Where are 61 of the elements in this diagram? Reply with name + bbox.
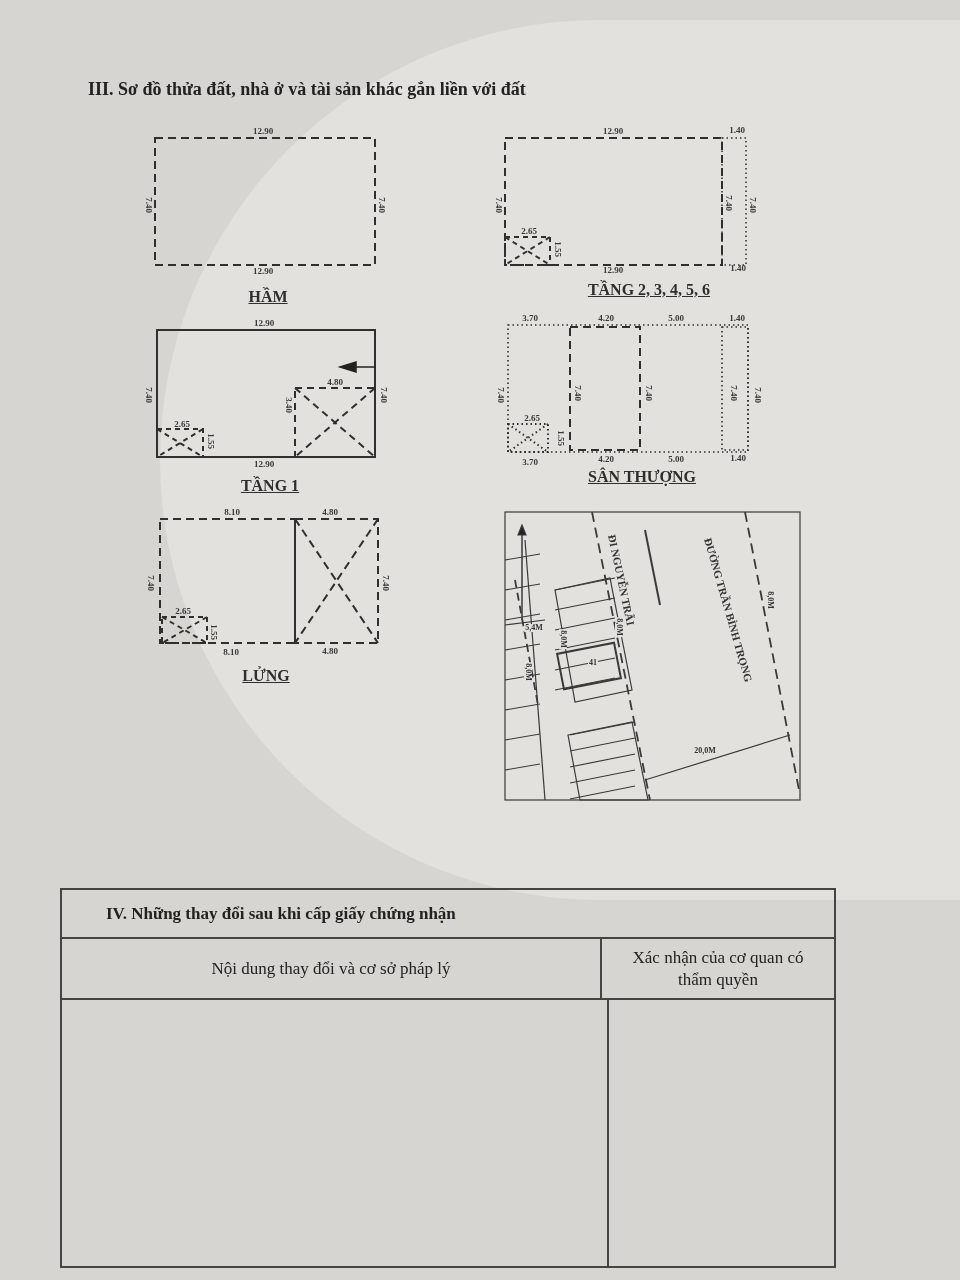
map-label: 41 xyxy=(588,659,598,667)
dimension-label: 7.40 xyxy=(752,387,762,403)
map-label: 8,0M xyxy=(766,590,774,610)
dimension-label: 12.90 xyxy=(252,126,274,136)
street-name: ĐƯỜNG TRẦN BÌNH TRỌNG xyxy=(702,536,754,684)
dimension-label: 2.65 xyxy=(175,606,191,616)
dimension-label: 7.40 xyxy=(143,387,153,403)
dimension-label: 8.10 xyxy=(223,647,239,657)
dimension-label: 2.65 xyxy=(174,419,190,429)
dimension-label: 5.00 xyxy=(668,454,684,464)
dimension-label: 2.65 xyxy=(521,226,537,236)
dimension-label: 7.40 xyxy=(572,385,582,401)
dimension-label: 4.20 xyxy=(598,454,614,464)
column-header: Nội dung thay đổi và cơ sở pháp lý xyxy=(211,957,451,980)
dimension-label: 3.40 xyxy=(283,397,293,413)
table-heading: IV. Những thay đổi sau khi cấp giấy chứng nhận xyxy=(106,902,456,925)
dimension-label: 1.40 xyxy=(729,313,745,323)
dimension-label: 1.55 xyxy=(205,433,215,449)
dimension-label: 4.80 xyxy=(322,507,338,517)
floor-title: SÂN THƯỢNG xyxy=(588,469,696,485)
dimension-label: 7.40 xyxy=(380,575,390,591)
dimension-label: 12.90 xyxy=(253,318,275,328)
dimension-label: 1.40 xyxy=(729,125,745,135)
dimension-label: 2.65 xyxy=(524,413,540,423)
dimension-label: 12.90 xyxy=(252,266,274,276)
map-label: 8,0M xyxy=(559,629,567,649)
dimension-label: 1.55 xyxy=(208,624,218,640)
dimension-label: 1.55 xyxy=(552,241,562,257)
dimension-label: 12.90 xyxy=(602,265,624,275)
dimension-label: 4.80 xyxy=(327,377,343,387)
dimension-label: 7.40 xyxy=(493,197,503,213)
floor-title: HẦM xyxy=(248,289,288,305)
dimension-label: 7.40 xyxy=(728,385,738,401)
dimension-label: 7.40 xyxy=(495,387,505,403)
dimension-label: 3.70 xyxy=(522,457,538,467)
floor-title: TẦNG 1 xyxy=(240,478,300,494)
map-label: 8,0M xyxy=(615,617,623,637)
dimension-label: 4.20 xyxy=(598,313,614,323)
dimension-label: 4.80 xyxy=(322,646,338,656)
dimension-label: 1.40 xyxy=(730,453,746,463)
dimension-label: 8.10 xyxy=(224,507,240,517)
dimension-label: 3.70 xyxy=(522,313,538,323)
floor-title: TẦNG 2, 3, 4, 5, 6 xyxy=(587,282,711,298)
map-label: 5,4M xyxy=(524,624,544,632)
dimension-label: 7.40 xyxy=(747,197,757,213)
section-heading: III. Sơ đồ thửa đất, nhà ở và tài sản khác gắn liền với đất xyxy=(88,78,526,101)
map-label: 8,0M xyxy=(524,662,532,682)
dimension-label: 7.40 xyxy=(378,387,388,403)
dimension-label: 7.40 xyxy=(143,197,153,213)
dimension-label: 1.40 xyxy=(730,263,746,273)
dimension-label: 12.90 xyxy=(253,459,275,469)
dimension-label: 1.55 xyxy=(555,430,565,446)
floor-title: LỬNG xyxy=(242,668,290,684)
column-header: Xác nhận của cơ quan có thẩm quyền xyxy=(631,946,805,991)
dimension-label: 7.40 xyxy=(145,575,155,591)
dimension-label: 7.40 xyxy=(643,385,653,401)
dimension-label: 7.40 xyxy=(376,197,386,213)
dimension-label: 12.90 xyxy=(602,126,624,136)
map-label: 20,0M xyxy=(693,747,717,755)
dimension-label: 7.40 xyxy=(723,195,733,211)
dimension-label: 5.00 xyxy=(668,313,684,323)
